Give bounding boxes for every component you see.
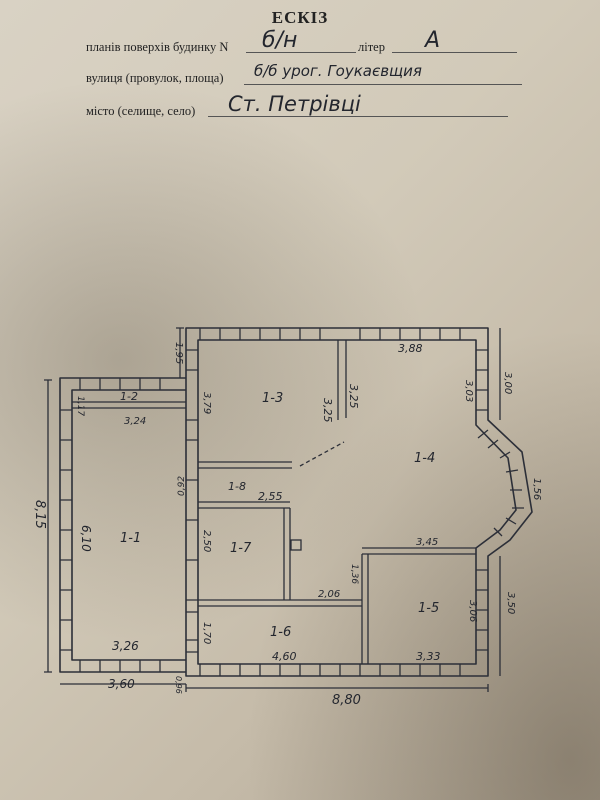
room-1-7: 1-7	[230, 541, 252, 556]
dim-360: 3,60	[108, 677, 135, 691]
dim-line-195	[176, 327, 184, 378]
city-value: Ст. Петрівці	[228, 92, 361, 116]
dim-096: 0,96	[174, 676, 183, 694]
dim-250: 2,50	[201, 530, 212, 552]
wall-16-top	[198, 599, 362, 607]
wall-18-top	[198, 461, 292, 469]
dim-326: 3,26	[112, 639, 139, 653]
dim-815: 8,15	[32, 500, 47, 529]
wall-15-left	[361, 554, 369, 664]
dim-255: 2,55	[258, 490, 283, 503]
dim-880: 8,80	[332, 693, 361, 708]
dim-379: 3,79	[201, 392, 212, 414]
inner-wall-main	[197, 339, 517, 665]
outer-wall-left	[59, 377, 186, 673]
dim-610: 6,10	[79, 525, 93, 552]
outer-wall-main	[185, 327, 533, 677]
room-1-4: 1-4	[414, 451, 435, 466]
plans-value: б/н	[262, 28, 298, 53]
liter-underline	[392, 52, 517, 53]
dim-303: 3,03	[463, 380, 474, 402]
wall-15-top	[362, 547, 476, 555]
wall-17-right	[283, 508, 291, 600]
dim-156: 1,56	[531, 478, 542, 500]
dim-333: 3,33	[416, 650, 441, 663]
inner-wall-left	[71, 389, 186, 661]
liter-label: літер	[358, 40, 385, 54]
room-1-5: 1-5	[418, 601, 439, 616]
dim-345: 3,45	[416, 537, 438, 548]
room-1-8: 1-8	[228, 480, 246, 493]
dim-325a: 3,25	[321, 398, 334, 423]
wall-hatching	[60, 328, 524, 676]
street-label: вулиця (провулок, площа)	[86, 71, 224, 85]
dim-300: 3,00	[502, 372, 513, 394]
room-1-6: 1-6	[270, 625, 291, 640]
dim-line-815	[44, 379, 52, 673]
dim-line-880	[185, 684, 489, 692]
plans-underline	[246, 52, 356, 53]
liter-value: А	[425, 28, 441, 53]
wall-13-14	[337, 340, 347, 420]
dim-324: 3,24	[124, 416, 146, 427]
dim-092: 0,92	[177, 476, 187, 496]
dim-195: 1,95	[173, 342, 184, 364]
city-label: місто (селище, село)	[86, 104, 196, 118]
dim-306: 3,06	[467, 600, 478, 622]
chimney	[290, 539, 302, 551]
document-title: ЕСКІЗ	[271, 8, 329, 27]
plans-label: планів поверхів будинку N	[86, 40, 229, 54]
wall-12	[72, 401, 186, 409]
dim-206: 2,06	[318, 589, 340, 600]
dim-325b: 3,25	[347, 384, 360, 409]
room-1-2: 1-2	[120, 390, 138, 403]
dim-117: 1,17	[75, 396, 85, 416]
wall-17-top	[198, 501, 290, 509]
dim-350: 3,50	[505, 592, 516, 614]
room-1-3: 1-3	[262, 391, 283, 406]
city-underline	[208, 116, 508, 117]
door-13	[299, 441, 345, 467]
room-1-1: 1-1	[120, 531, 141, 546]
street-underline	[244, 84, 522, 85]
street-value: б/б урог. Гоукаєвщия	[254, 62, 422, 80]
wall-16-left-gap	[186, 611, 198, 653]
dim-170: 1,70	[201, 622, 212, 644]
dim-460: 4,60	[272, 650, 297, 663]
dim-136: 1,36	[349, 564, 359, 584]
dim-388: 3,88	[398, 342, 423, 355]
